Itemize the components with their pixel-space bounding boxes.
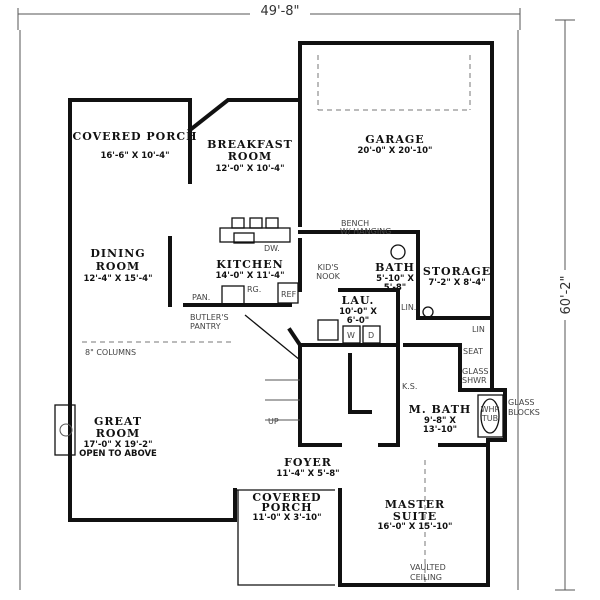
room-foyer: FOYER 11'-4" X 5'-8": [276, 456, 339, 479]
svg-text:VAULTED: VAULTED: [410, 563, 446, 572]
svg-text:GREAT: GREAT: [94, 415, 142, 428]
walls: [54, 41, 507, 587]
svg-text:UP: UP: [268, 417, 279, 426]
room-laundry: LAU. 10'-0" X 6'-0": [339, 294, 377, 326]
svg-text:12'-4" X 15'-4": 12'-4" X 15'-4": [83, 274, 152, 284]
room-bath: BATH 5'-10" X 5'-8": [375, 261, 415, 293]
svg-text:13'-10": 13'-10": [423, 425, 457, 435]
svg-text:OPEN TO ABOVE: OPEN TO ABOVE: [79, 449, 157, 459]
svg-text:DINING: DINING: [90, 247, 145, 260]
svg-text:20'-0" X 20'-10": 20'-0" X 20'-10": [358, 146, 433, 156]
svg-text:LIN.: LIN.: [401, 303, 416, 312]
svg-text:K.S.: K.S.: [402, 382, 417, 391]
svg-text:16'-0" X 15'-10": 16'-0" X 15'-10": [378, 522, 453, 532]
svg-text:FOYER: FOYER: [284, 456, 332, 469]
svg-text:LIN: LIN: [472, 325, 485, 334]
room-kitchen: KITCHEN 14'-0" X 11'-4": [215, 258, 284, 281]
svg-text:M. BATH: M. BATH: [409, 403, 472, 416]
svg-text:COVERED: COVERED: [252, 491, 321, 504]
svg-text:BATH: BATH: [375, 261, 415, 274]
svg-text:BUTLER'S: BUTLER'S: [190, 313, 229, 322]
svg-text:GARAGE: GARAGE: [365, 133, 424, 146]
svg-text:GLASS: GLASS: [508, 398, 534, 407]
svg-text:ROOM: ROOM: [228, 150, 272, 163]
svg-text:14'-0" X 11'-4": 14'-0" X 11'-4": [215, 271, 284, 281]
svg-text:TUB: TUB: [481, 414, 498, 423]
svg-text:9'-8" X: 9'-8" X: [424, 416, 456, 426]
room-garage: GARAGE 20'-0" X 20'-10": [358, 133, 433, 156]
svg-text:PORCH: PORCH: [261, 501, 312, 514]
svg-text:5'-10" X: 5'-10" X: [376, 274, 414, 284]
svg-text:COVERED PORCH: COVERED PORCH: [72, 130, 197, 143]
svg-text:GLASS: GLASS: [462, 367, 488, 376]
svg-text:REF: REF: [281, 290, 297, 299]
fixture-labels: BENCH W/ HANGING KID'S NOOK DW. REF RG. …: [85, 219, 540, 582]
room-covered-porch-rear: COVERED PORCH 16'-6" X 10'-4": [72, 130, 197, 161]
svg-text:BENCH: BENCH: [341, 219, 369, 228]
svg-text:SEAT: SEAT: [463, 347, 483, 356]
svg-text:11'-4" X 5'-8": 11'-4" X 5'-8": [276, 469, 339, 479]
svg-text:SHWR: SHWR: [462, 376, 487, 385]
svg-text:MASTER: MASTER: [385, 498, 445, 511]
svg-text:KITCHEN: KITCHEN: [216, 258, 283, 271]
room-master-bath: M. BATH 9'-8" X 13'-10": [409, 403, 472, 435]
svg-text:BLOCKS: BLOCKS: [508, 408, 540, 417]
svg-text:STORAGE: STORAGE: [423, 265, 491, 278]
svg-text:PAN.: PAN.: [192, 293, 210, 302]
svg-text:10'-0" X: 10'-0" X: [339, 307, 377, 317]
room-storage: STORAGE 7'-2" X 8'-4": [423, 265, 491, 288]
svg-text:KID'S: KID'S: [317, 263, 338, 272]
width-dimension: 49'-8": [260, 4, 299, 19]
svg-text:6'-0": 6'-0": [347, 316, 369, 326]
svg-text:8" COLUMNS: 8" COLUMNS: [85, 348, 136, 357]
room-great-room: GREAT ROOM 17'-0" X 19'-2" OPEN TO ABOVE: [79, 415, 157, 459]
svg-text:W: W: [347, 331, 355, 340]
svg-text:ROOM: ROOM: [96, 427, 140, 440]
svg-text:ROOM: ROOM: [96, 260, 140, 273]
svg-text:D: D: [368, 331, 374, 340]
svg-text:17'-0" X 19'-2": 17'-0" X 19'-2": [83, 440, 152, 450]
svg-text:BREAKFAST: BREAKFAST: [207, 138, 293, 151]
svg-text:NOOK: NOOK: [316, 272, 341, 281]
room-master-suite: MASTER SUITE 16'-0" X 15'-10": [378, 498, 453, 532]
room-dining: DINING ROOM 12'-4" X 15'-4": [83, 247, 152, 284]
svg-text:11'-0" X 3'-10": 11'-0" X 3'-10": [252, 513, 321, 523]
room-covered-porch-front: COVERED PORCH 11'-0" X 3'-10": [252, 491, 321, 523]
room-breakfast: BREAKFAST ROOM 12'-0" X 10'-4": [207, 138, 293, 174]
svg-text:7'-2" X 8'-4": 7'-2" X 8'-4": [428, 278, 485, 288]
svg-text:16'-6" X 10'-4": 16'-6" X 10'-4": [100, 151, 169, 161]
svg-text:DW.: DW.: [264, 244, 280, 253]
svg-text:CEILING: CEILING: [410, 573, 442, 582]
svg-text:5'-8": 5'-8": [384, 283, 406, 293]
svg-text:WHP: WHP: [481, 405, 500, 414]
svg-text:LAU.: LAU.: [342, 294, 375, 307]
depth-dimension: 60'-2": [559, 275, 574, 314]
svg-text:PANTRY: PANTRY: [190, 322, 221, 331]
svg-text:12'-0" X 10'-4": 12'-0" X 10'-4": [215, 164, 284, 174]
svg-text:W/ HANGING: W/ HANGING: [340, 227, 391, 236]
svg-text:SUITE: SUITE: [393, 510, 437, 523]
svg-text:RG.: RG.: [247, 285, 261, 294]
